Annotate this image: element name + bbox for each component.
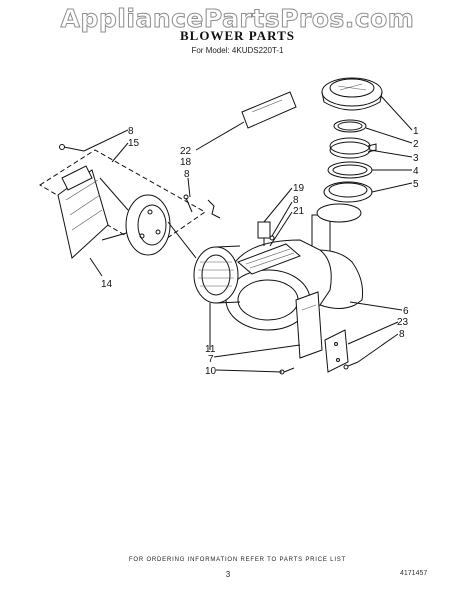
blower-motor [125, 194, 197, 259]
callout-2: 2 [413, 139, 419, 150]
mounting-bracket-23 [324, 329, 349, 373]
vent-cap-assembly [321, 77, 383, 111]
seal-ring-2 [327, 161, 373, 179]
callout-22: 22 [180, 146, 192, 157]
model-label: For Model: 4KUDS220T-1 [191, 46, 284, 55]
callout-14: 14 [101, 279, 113, 290]
callout-8-right: 8 [293, 195, 299, 206]
callout-11: 11 [205, 344, 216, 355]
callout-19: 19 [293, 183, 305, 194]
callout-4: 4 [413, 166, 419, 177]
callout-7: 7 [208, 354, 214, 365]
blower-wheel [193, 245, 241, 304]
screw-8-bottom-right [343, 361, 359, 370]
callout-18: 18 [180, 157, 192, 168]
callout-8-middle: 8 [184, 169, 190, 180]
bracket-clip [207, 199, 221, 219]
leader-lines [83, 95, 413, 373]
callout-1: 1 [413, 126, 419, 137]
watermark: AppliancePartsPros.com [60, 4, 415, 34]
document-number: 4171457 [400, 570, 428, 577]
motor-mounting-plate [39, 149, 206, 259]
seal-ring-1 [333, 119, 367, 133]
callout-labels: 1 2 3 4 5 6 7 8 15 22 18 8 19 8 21 14 23… [101, 126, 419, 377]
blower-housing [225, 203, 363, 331]
clamp-ring [329, 137, 377, 159]
page-title: BLOWER PARTS [180, 28, 295, 43]
callout-5: 5 [413, 179, 419, 190]
callout-6: 6 [403, 306, 409, 317]
callout-15: 15 [128, 138, 140, 149]
callout-21: 21 [293, 206, 305, 217]
callout-10: 10 [205, 366, 217, 377]
callout-8-bottom: 8 [399, 329, 405, 340]
gasket-plate [241, 91, 297, 129]
screw-18 [183, 194, 193, 213]
screw-10 [279, 367, 295, 375]
callout-8-top: 8 [128, 126, 134, 137]
page-number: 3 [225, 570, 231, 579]
shroud-bracket [295, 291, 323, 359]
ordering-note: FOR ORDERING INFORMATION REFER TO PARTS … [128, 557, 347, 563]
adapter-ring [323, 181, 373, 203]
screw-top-left [59, 144, 85, 152]
callout-23: 23 [397, 317, 409, 328]
callout-3: 3 [413, 153, 419, 164]
